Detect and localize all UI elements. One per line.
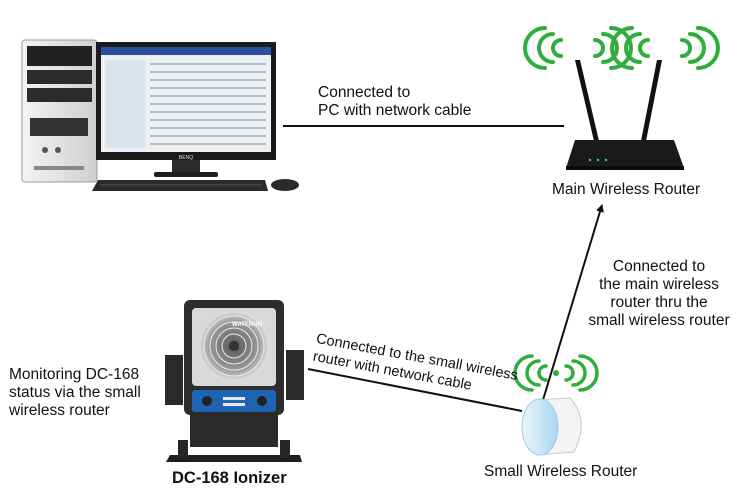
small-to-main-router-arrow xyxy=(542,204,604,401)
main-router-icon xyxy=(566,60,684,170)
ionizer-name-label: DC-168 Ionizer xyxy=(172,469,287,487)
ionizer-to-small-router-line xyxy=(307,368,523,412)
computer-icon xyxy=(21,39,98,183)
keyboard-icon xyxy=(92,180,268,191)
small-router-icon xyxy=(521,397,582,456)
mouse-icon xyxy=(271,179,299,191)
small-router-label: Small Wireless Router xyxy=(484,463,638,480)
monitor-icon: BENQ xyxy=(96,42,276,177)
router-connection-label: Connected to the main wireless router th… xyxy=(588,258,730,329)
main-router-label: Main Wireless Router xyxy=(552,181,701,198)
ionizer-icon: WATERUN xyxy=(165,300,304,462)
monitor-brand-label: BENQ xyxy=(179,155,193,161)
wifi-signal-icon xyxy=(513,354,599,392)
ionizer-brand-label: WATERUN xyxy=(232,322,262,328)
monitoring-label: Monitoring DC-168 status via the small w… xyxy=(9,366,141,419)
wifi-signal-icon xyxy=(523,26,720,70)
pc-connection-label: Connected to PC with network cable xyxy=(318,84,472,119)
